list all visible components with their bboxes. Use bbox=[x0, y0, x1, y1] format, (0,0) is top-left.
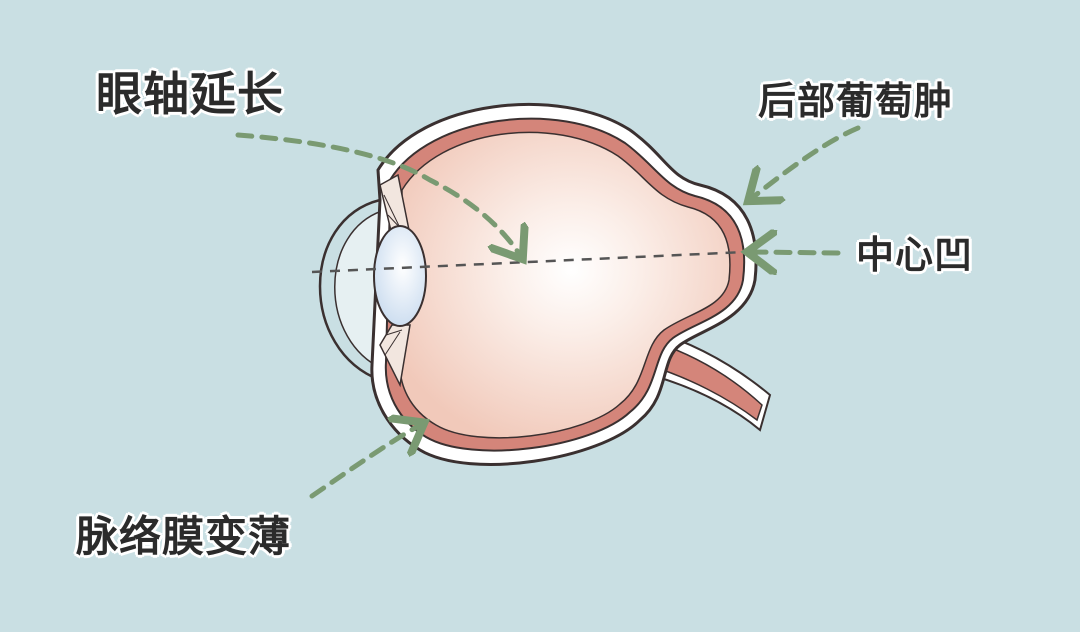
lens bbox=[373, 225, 427, 327]
fovea-arrow bbox=[752, 252, 841, 253]
cornea bbox=[318, 198, 381, 382]
axial-elongation-arrow bbox=[235, 132, 520, 255]
posterior-staphyloma-arrow bbox=[752, 125, 861, 198]
choroid-thinning-label: 脉络膜变薄 bbox=[76, 512, 292, 561]
posterior-staphyloma-label: 后部葡萄肿 bbox=[758, 79, 954, 123]
choroid-thinning-arrow bbox=[309, 425, 420, 499]
fovea-label: 中心凹 bbox=[856, 233, 974, 277]
vitreous-body bbox=[399, 131, 731, 439]
axial-elongation-label: 眼轴延长 bbox=[96, 67, 284, 121]
ciliary-body bbox=[379, 173, 411, 388]
